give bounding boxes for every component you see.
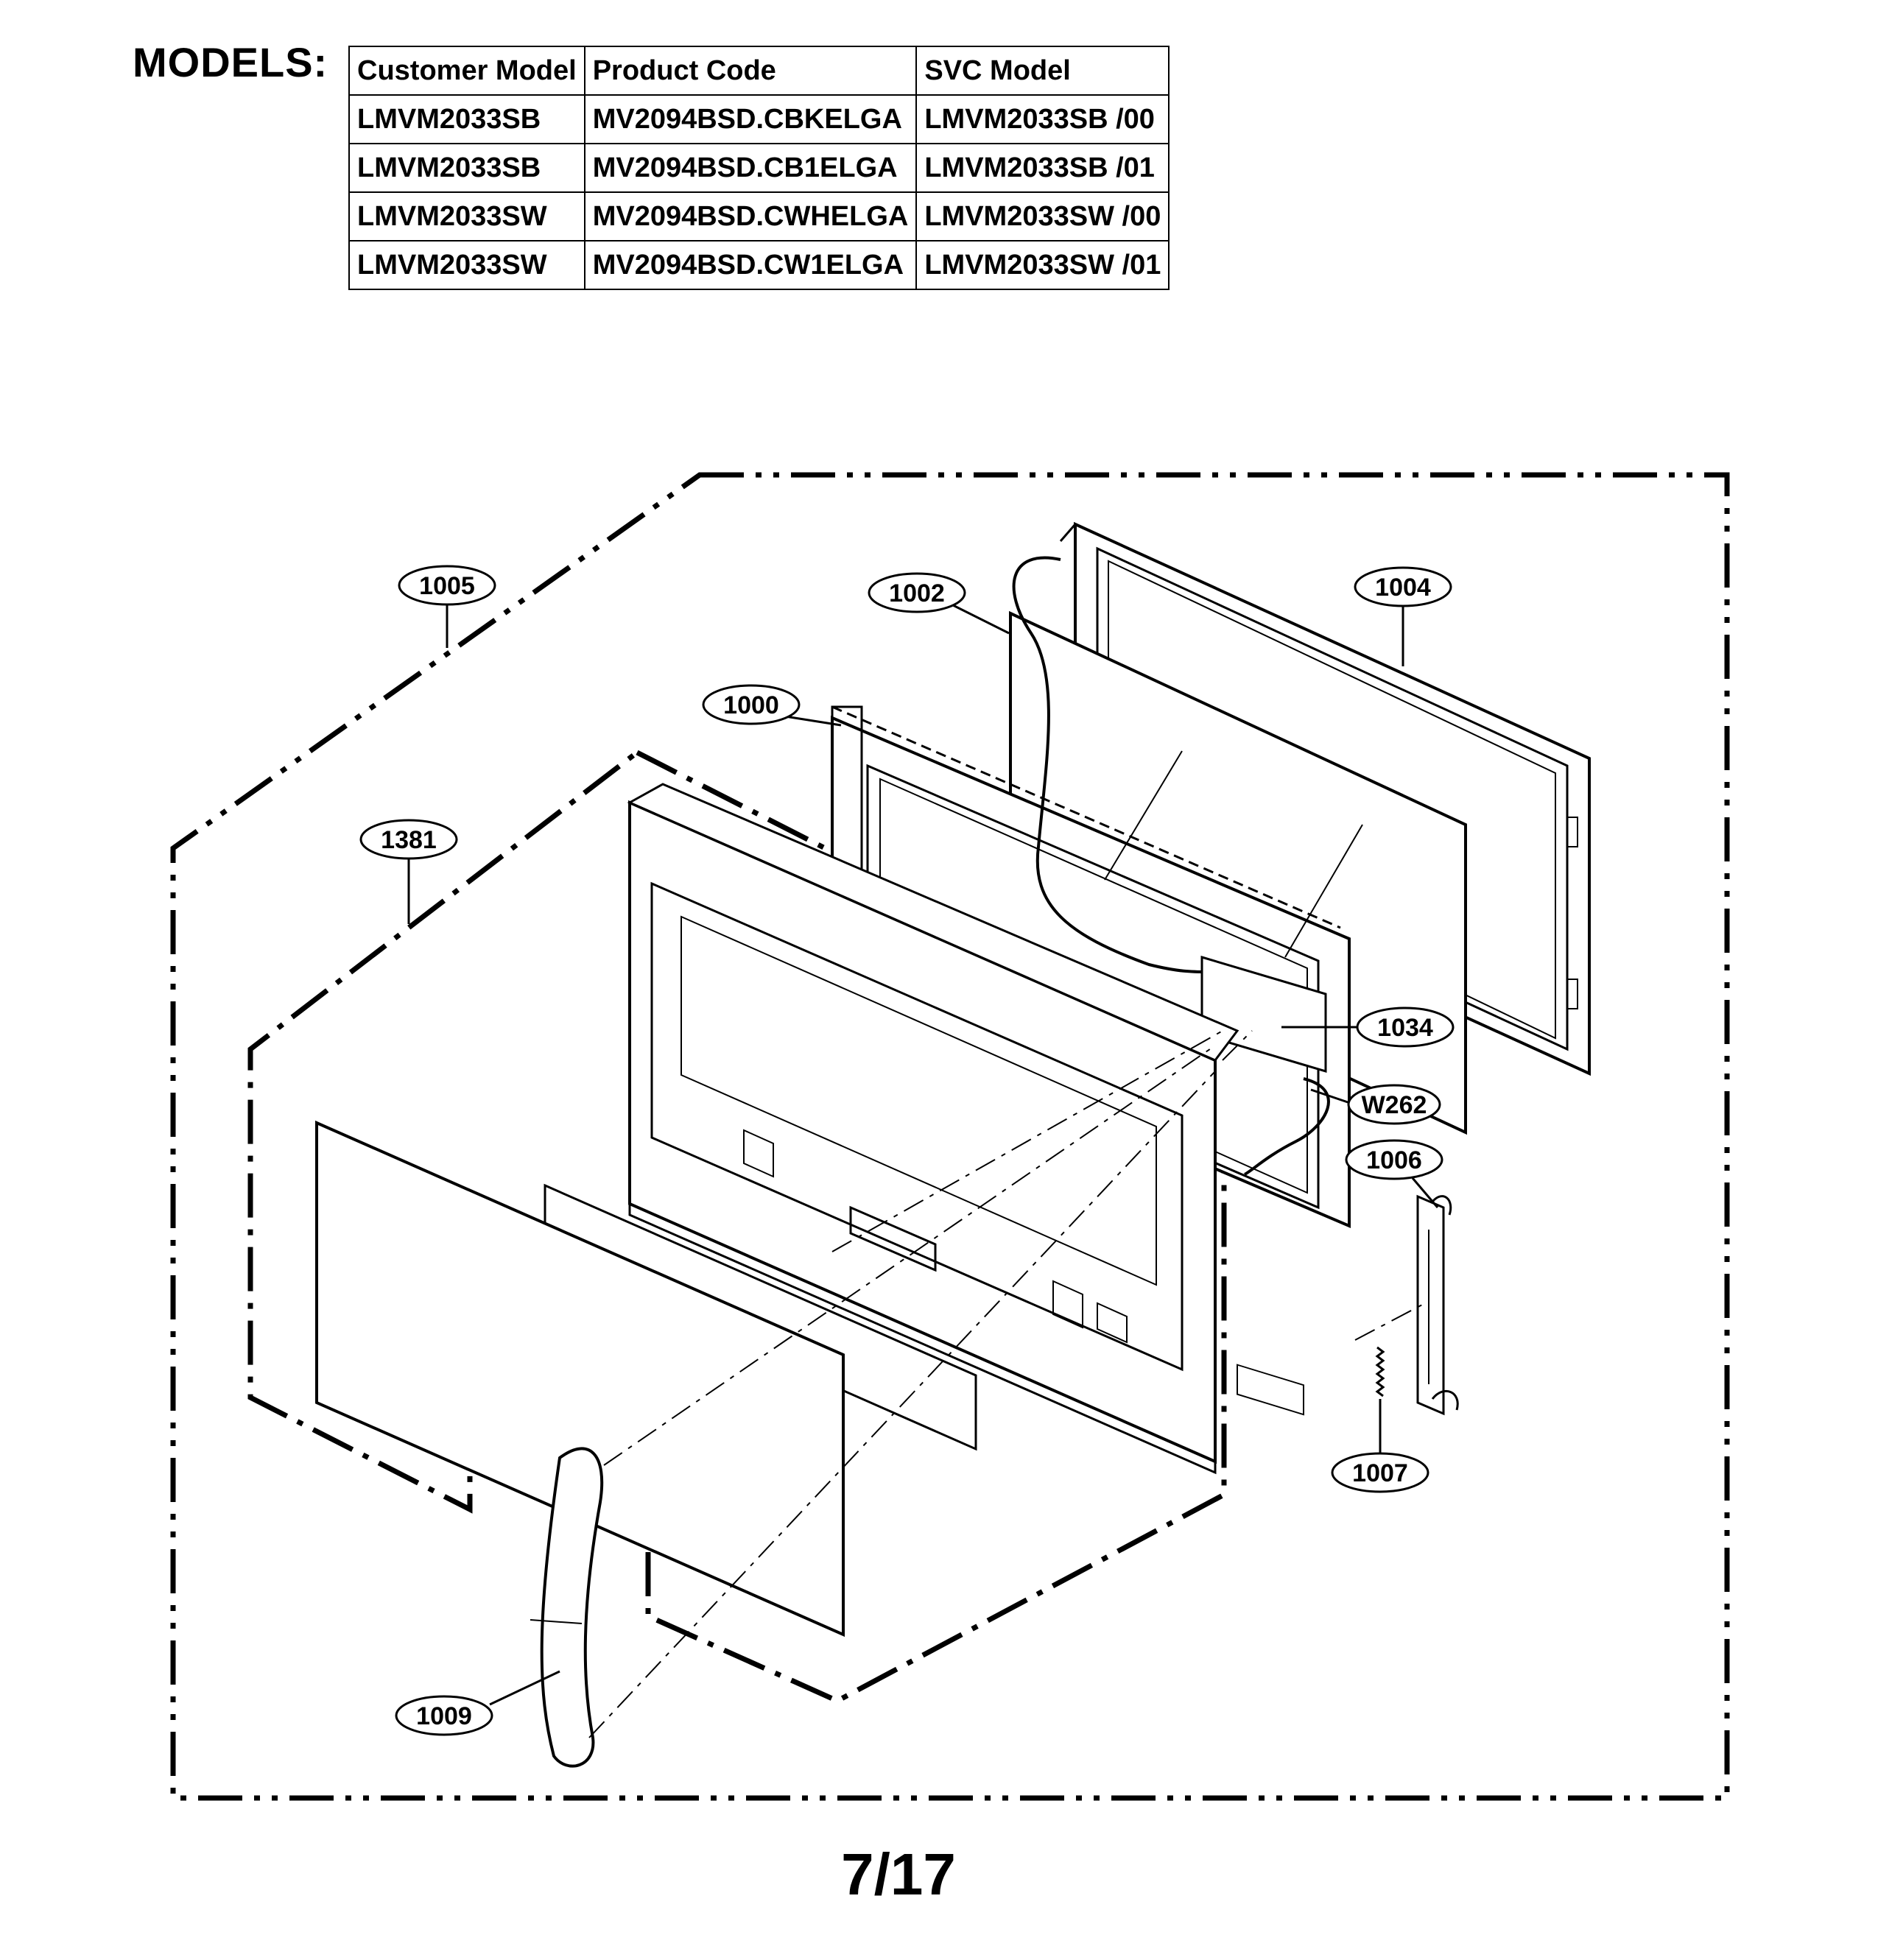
spring-1007 [1375,1346,1385,1397]
door-handle-1009 [540,1447,604,1768]
door-latch-1006 [1416,1194,1459,1416]
callout-w262: W262 [1310,1084,1441,1125]
table-row: LMVM2033SB MV2094BSD.CBKELGA LMVM2033SB … [348,94,1170,144]
harness-wire [1012,556,1209,973]
callout-label-1006: 1006 [1366,1146,1422,1174]
callout-1006: 1006 [1345,1139,1443,1208]
cell-svc-model: LMVM2033SW /01 [915,240,1170,290]
table-header-row: Customer Model Product Code SVC Model [348,46,1170,96]
models-heading: MODELS: [133,39,328,85]
cell-svc-model: LMVM2033SB /01 [915,143,1170,193]
cell-customer-model: LMVM2033SB [348,94,585,144]
callout-1007: 1007 [1331,1399,1429,1493]
column-header-customer-model: Customer Model [348,46,585,96]
table-row: LMVM2033SB MV2094BSD.CB1ELGA LMVM2033SB … [348,143,1170,193]
cell-customer-model: LMVM2033SW [348,191,585,242]
table-row: LMVM2033SW MV2094BSD.CWHELGA LMVM2033SW … [348,191,1170,242]
cell-svc-model: LMVM2033SW /00 [915,191,1170,242]
models-table: Customer Model Product Code SVC Model LM… [348,46,1170,290]
page-number: 7/17 [841,1841,956,1907]
front-panel-1381 [627,783,1239,1475]
column-header-product-code: Product Code [583,46,918,96]
callout-label-1007: 1007 [1352,1459,1408,1487]
cell-product-code: MV2094BSD.CWHELGA [583,191,918,242]
cell-product-code: MV2094BSD.CBKELGA [583,94,918,144]
callout-1000: 1000 [702,684,842,727]
callout-label-1381: 1381 [381,826,437,854]
callout-1034: 1034 [1281,1007,1455,1048]
callout-label-1034: 1034 [1377,1014,1433,1042]
callout-1009: 1009 [395,1670,560,1736]
assembly-boundary-1381 [247,749,1227,1704]
table-row: LMVM2033SW MV2094BSD.CW1ELGA LMVM2033SW … [348,240,1170,290]
callout-1002: 1002 [868,572,1010,635]
cell-customer-model: LMVM2033SW [348,240,585,290]
callout-1381: 1381 [359,819,458,924]
callout-label-1004: 1004 [1375,574,1431,602]
callout-label-1002: 1002 [889,579,945,607]
callout-1004: 1004 [1354,566,1452,666]
cell-svc-model: LMVM2033SB /00 [915,94,1170,144]
callout-label-1000: 1000 [723,691,779,719]
callout-label-w262: W262 [1362,1091,1427,1119]
callout-label-1009: 1009 [416,1702,472,1730]
alignment-lines [588,1030,1426,1738]
callout-label-1005: 1005 [419,572,475,600]
cell-product-code: MV2094BSD.CB1ELGA [583,143,918,193]
column-header-svc-model: SVC Model [915,46,1170,96]
control-board-1034 [1200,955,1327,1416]
wire-w262 [1244,1077,1330,1176]
callout-1005: 1005 [398,565,496,648]
cell-customer-model: LMVM2033SB [348,143,585,193]
cell-product-code: MV2094BSD.CW1ELGA [583,240,918,290]
assembly-boundary-1005 [170,472,1730,1801]
front-glass [315,1120,845,1638]
